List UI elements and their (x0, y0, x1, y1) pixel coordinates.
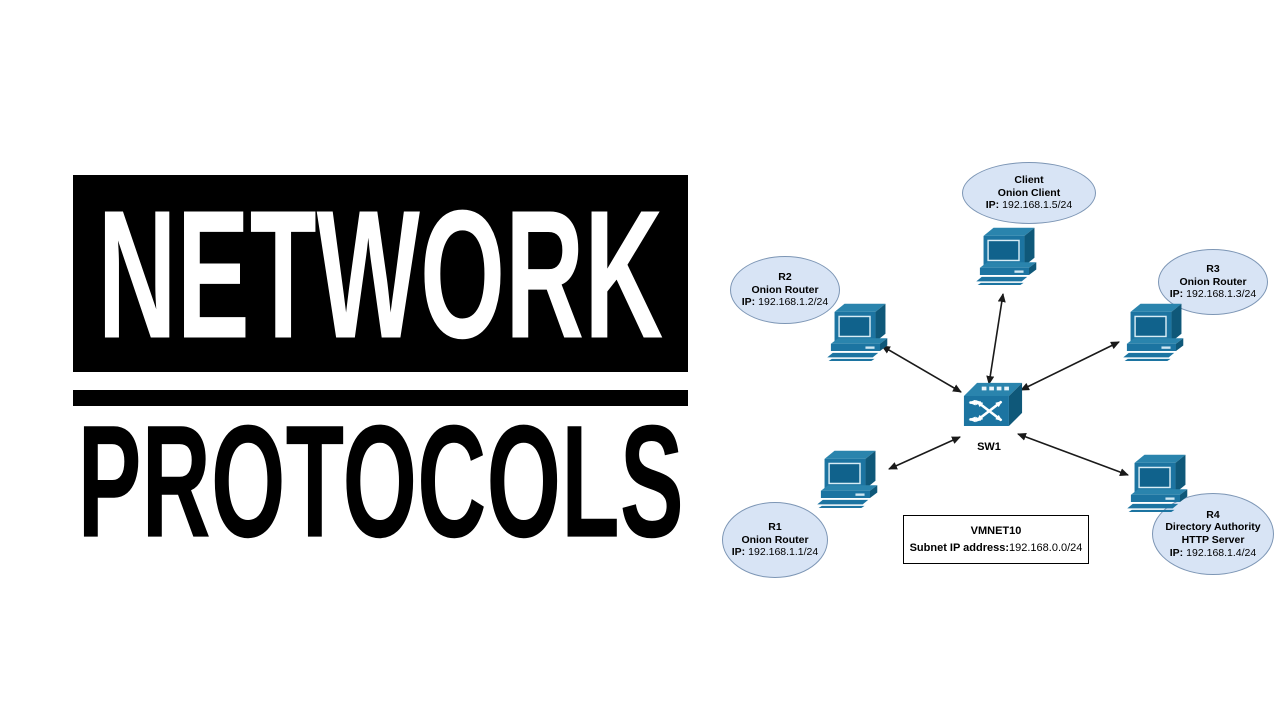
r4-label-bubble: R4 Directory Authority HTTP Server IP:19… (1152, 493, 1274, 575)
client-ip: 192.168.1.5/24 (1002, 199, 1073, 212)
r2-role: Onion Router (751, 283, 819, 296)
logo-protocols-row: PROTOCOLS (73, 401, 688, 562)
switch-icon (962, 381, 1024, 441)
switch-label: SW1 (977, 441, 1001, 453)
client-ip-label: IP: (985, 199, 1000, 212)
link-r4-sw1 (1017, 433, 1129, 476)
logo-network-box: NETWORK (73, 175, 688, 372)
link-r1-sw1 (888, 436, 961, 470)
r4-role2: HTTP Server (1181, 534, 1245, 546)
r3-ip-label: IP: (1169, 288, 1184, 301)
r3-workstation-icon (1123, 301, 1189, 361)
r3-role: Onion Router (1179, 275, 1247, 288)
client-role: Onion Client (997, 186, 1061, 199)
r4-ip: 192.168.1.4/24 (1186, 546, 1257, 559)
r1-ip: 192.168.1.1/24 (748, 546, 819, 559)
client-label-bubble: Client Onion Client IP:192.168.1.5/24 (962, 162, 1096, 224)
r3-ip: 192.168.1.3/24 (1186, 288, 1257, 301)
link-client-sw1 (986, 293, 1006, 385)
r2-ip: 192.168.1.2/24 (758, 296, 829, 309)
link-r3-sw1 (1020, 341, 1120, 391)
r1-ip-label: IP: (731, 546, 746, 559)
r2-label-bubble: R2 Onion Router IP:192.168.1.2/24 (730, 256, 840, 324)
client-workstation-icon (976, 225, 1042, 285)
r4-workstation-icon (1127, 452, 1193, 512)
subnet-info-box: VMNET10 Subnet IP address:192.168.0.0/24 (903, 515, 1089, 564)
link-r2-sw1 (881, 345, 962, 393)
r4-ip-label: IP: (1169, 546, 1184, 559)
r2-name: R2 (778, 271, 792, 284)
logo-protocols-text: PROTOCOLS (77, 391, 684, 571)
subnet-title: VMNET10 (970, 525, 1022, 537)
network-protocols-logo: NETWORK PROTOCOLS (73, 175, 688, 562)
r1-role: Onion Router (741, 533, 809, 546)
r3-label-bubble: R3 Onion Router IP:192.168.1.3/24 (1158, 249, 1268, 315)
r1-label-bubble: R1 Onion Router IP:192.168.1.1/24 (722, 502, 828, 578)
logo-network-text: NETWORK (97, 171, 664, 376)
subnet-value: 192.168.0.0/24 (1009, 541, 1083, 554)
r1-name: R1 (768, 521, 782, 534)
logo-divider (73, 390, 688, 406)
r2-ip-label: IP: (741, 296, 756, 309)
r2-workstation-icon (827, 301, 893, 361)
r4-name: R4 (1206, 508, 1220, 521)
subnet-label: Subnet IP address: (909, 541, 1010, 554)
r3-name: R3 (1206, 263, 1220, 276)
client-name: Client (1014, 174, 1044, 187)
r1-workstation-icon (817, 448, 883, 508)
network-diagram: Client Onion Client IP:192.168.1.5/24 R2… (700, 150, 1280, 590)
r4-role: Directory Authority (1165, 521, 1261, 534)
